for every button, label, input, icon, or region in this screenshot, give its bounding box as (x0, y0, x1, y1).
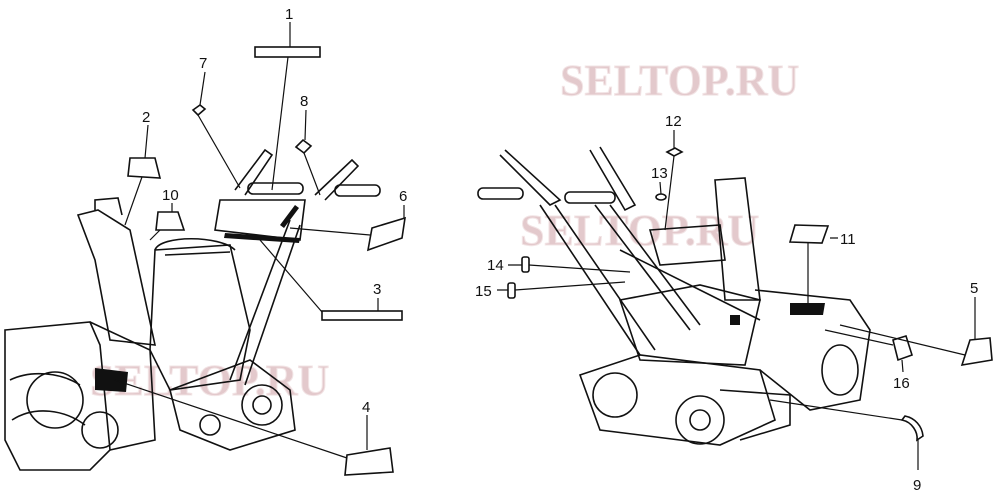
part-1 (254, 46, 321, 58)
callout-16: 16 (893, 375, 910, 392)
part-11 (788, 224, 830, 244)
callout-4: 4 (362, 399, 370, 416)
part-16 (892, 335, 913, 362)
part-7 (191, 103, 207, 117)
snowblower-rear-view (477, 146, 871, 446)
callout-10: 10 (162, 187, 179, 204)
callout-9: 9 (913, 477, 921, 492)
watermark: SELTOP.RU (90, 356, 329, 405)
part-3 (321, 310, 403, 321)
callout-1: 1 (285, 6, 293, 23)
callout-8: 8 (300, 93, 308, 110)
callout-6: 6 (399, 188, 407, 205)
part-14 (521, 256, 530, 273)
part-6 (366, 216, 406, 252)
callout-2: 2 (142, 109, 150, 126)
part-9 (900, 415, 924, 442)
part-12 (665, 147, 684, 157)
callout-7: 7 (199, 55, 207, 72)
part-5 (960, 337, 993, 367)
callout-5: 5 (970, 280, 978, 297)
part-8 (294, 138, 313, 155)
part-15 (507, 282, 516, 299)
part-2 (127, 157, 162, 179)
callout-14: 14 (487, 257, 504, 274)
callout-11: 11 (840, 231, 856, 248)
callout-3: 3 (373, 281, 381, 298)
callout-labels: 1 2 3 4 5 6 7 8 9 10 11 12 13 14 15 16 (142, 6, 978, 492)
watermark: SELTOP.RU (560, 56, 799, 105)
callout-15: 15 (475, 283, 492, 300)
watermarks: SELTOP.RU SELTOP.RU SELTOP.RU (90, 56, 800, 406)
part-4 (344, 447, 394, 476)
callout-12: 12 (665, 113, 682, 130)
snowblower-front-view (4, 148, 381, 471)
decal-parts (127, 46, 993, 476)
leader-lines (114, 22, 976, 470)
part-10 (155, 211, 186, 231)
callout-13: 13 (651, 165, 668, 182)
part-13 (655, 193, 667, 201)
